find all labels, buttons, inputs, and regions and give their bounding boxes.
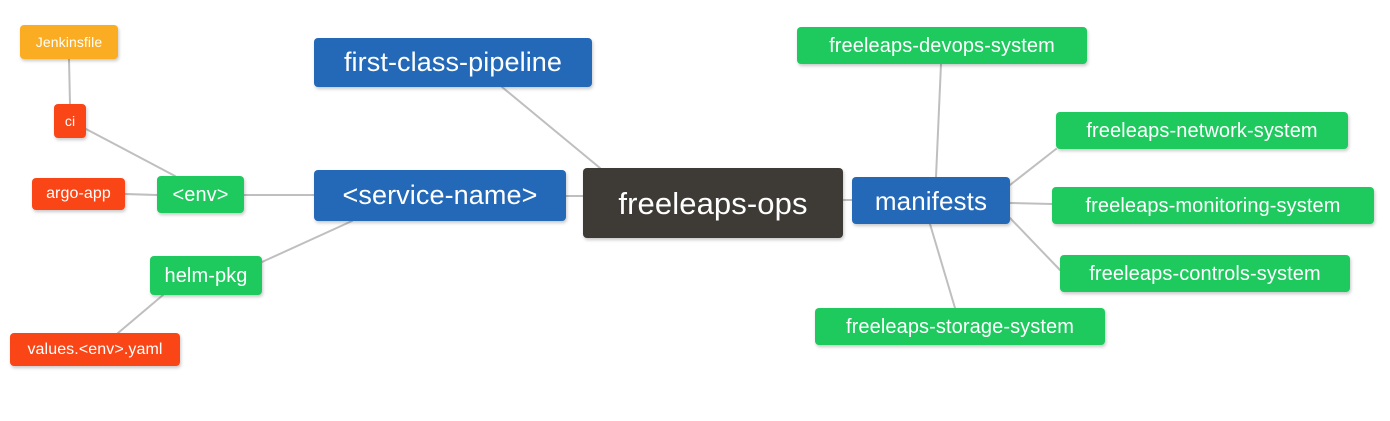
- node-label-freeleaps-devops-system: freeleaps-devops-system: [829, 34, 1055, 57]
- node-label-freeleaps-storage-system: freeleaps-storage-system: [845, 315, 1075, 338]
- edge-manifests-to-freeleaps-controls-system: [1009, 217, 1061, 271]
- node-label-freeleaps-ops: freeleaps-ops: [618, 185, 808, 221]
- node-label-manifests: manifests: [874, 185, 988, 216]
- node-label-jenkinsfile: Jenkinsfile: [35, 34, 103, 50]
- node-manifests[interactable]: manifests: [852, 177, 1010, 224]
- node-helm-pkg[interactable]: helm-pkg: [150, 256, 262, 295]
- node-jenkinsfile[interactable]: Jenkinsfile: [20, 25, 118, 59]
- node-label-service-name: <service-name>: [342, 180, 538, 210]
- node-label-argo-app: argo-app: [46, 185, 111, 202]
- node-freeleaps-storage-system[interactable]: freeleaps-storage-system: [815, 308, 1105, 345]
- edge-manifests-to-freeleaps-network-system: [1009, 148, 1057, 186]
- edge-ci-to-env: [85, 128, 176, 177]
- node-values-yaml[interactable]: values.<env>.yaml: [10, 333, 180, 366]
- node-label-freeleaps-monitoring-system: freeleaps-monitoring-system: [1085, 194, 1341, 217]
- node-freeleaps-network-system[interactable]: freeleaps-network-system: [1056, 112, 1348, 149]
- edge-service-name-to-helm-pkg: [261, 220, 353, 263]
- node-label-ci: ci: [64, 113, 76, 129]
- node-argo-app[interactable]: argo-app: [32, 178, 125, 210]
- node-label-first-class-pipeline: first-class-pipeline: [343, 47, 563, 77]
- edge-manifests-to-freeleaps-monitoring-system: [1009, 202, 1053, 205]
- node-first-class-pipeline[interactable]: first-class-pipeline: [314, 38, 592, 87]
- edge-jenkinsfile-to-ci: [68, 58, 71, 105]
- node-ci[interactable]: ci: [54, 104, 86, 138]
- node-label-freeleaps-controls-system: freeleaps-controls-system: [1089, 262, 1321, 285]
- edge-argo-app-to-env: [124, 193, 158, 196]
- node-env[interactable]: <env>: [157, 176, 244, 213]
- node-freeleaps-controls-system[interactable]: freeleaps-controls-system: [1060, 255, 1350, 292]
- edge-manifests-to-freeleaps-storage-system: [929, 223, 956, 309]
- node-label-freeleaps-network-system: freeleaps-network-system: [1086, 119, 1318, 142]
- edge-first-class-pipeline-to-freeleaps-ops: [501, 86, 601, 169]
- node-label-env: <env>: [172, 183, 229, 206]
- node-label-values-yaml: values.<env>.yaml: [27, 340, 163, 358]
- node-freeleaps-ops[interactable]: freeleaps-ops: [583, 168, 843, 238]
- edge-helm-pkg-to-values-yaml: [117, 294, 164, 334]
- node-freeleaps-devops-system[interactable]: freeleaps-devops-system: [797, 27, 1087, 64]
- edge-manifests-to-freeleaps-devops-system: [935, 63, 942, 178]
- node-freeleaps-monitoring-system[interactable]: freeleaps-monitoring-system: [1052, 187, 1374, 224]
- node-label-helm-pkg: helm-pkg: [164, 264, 248, 287]
- node-service-name[interactable]: <service-name>: [314, 170, 566, 221]
